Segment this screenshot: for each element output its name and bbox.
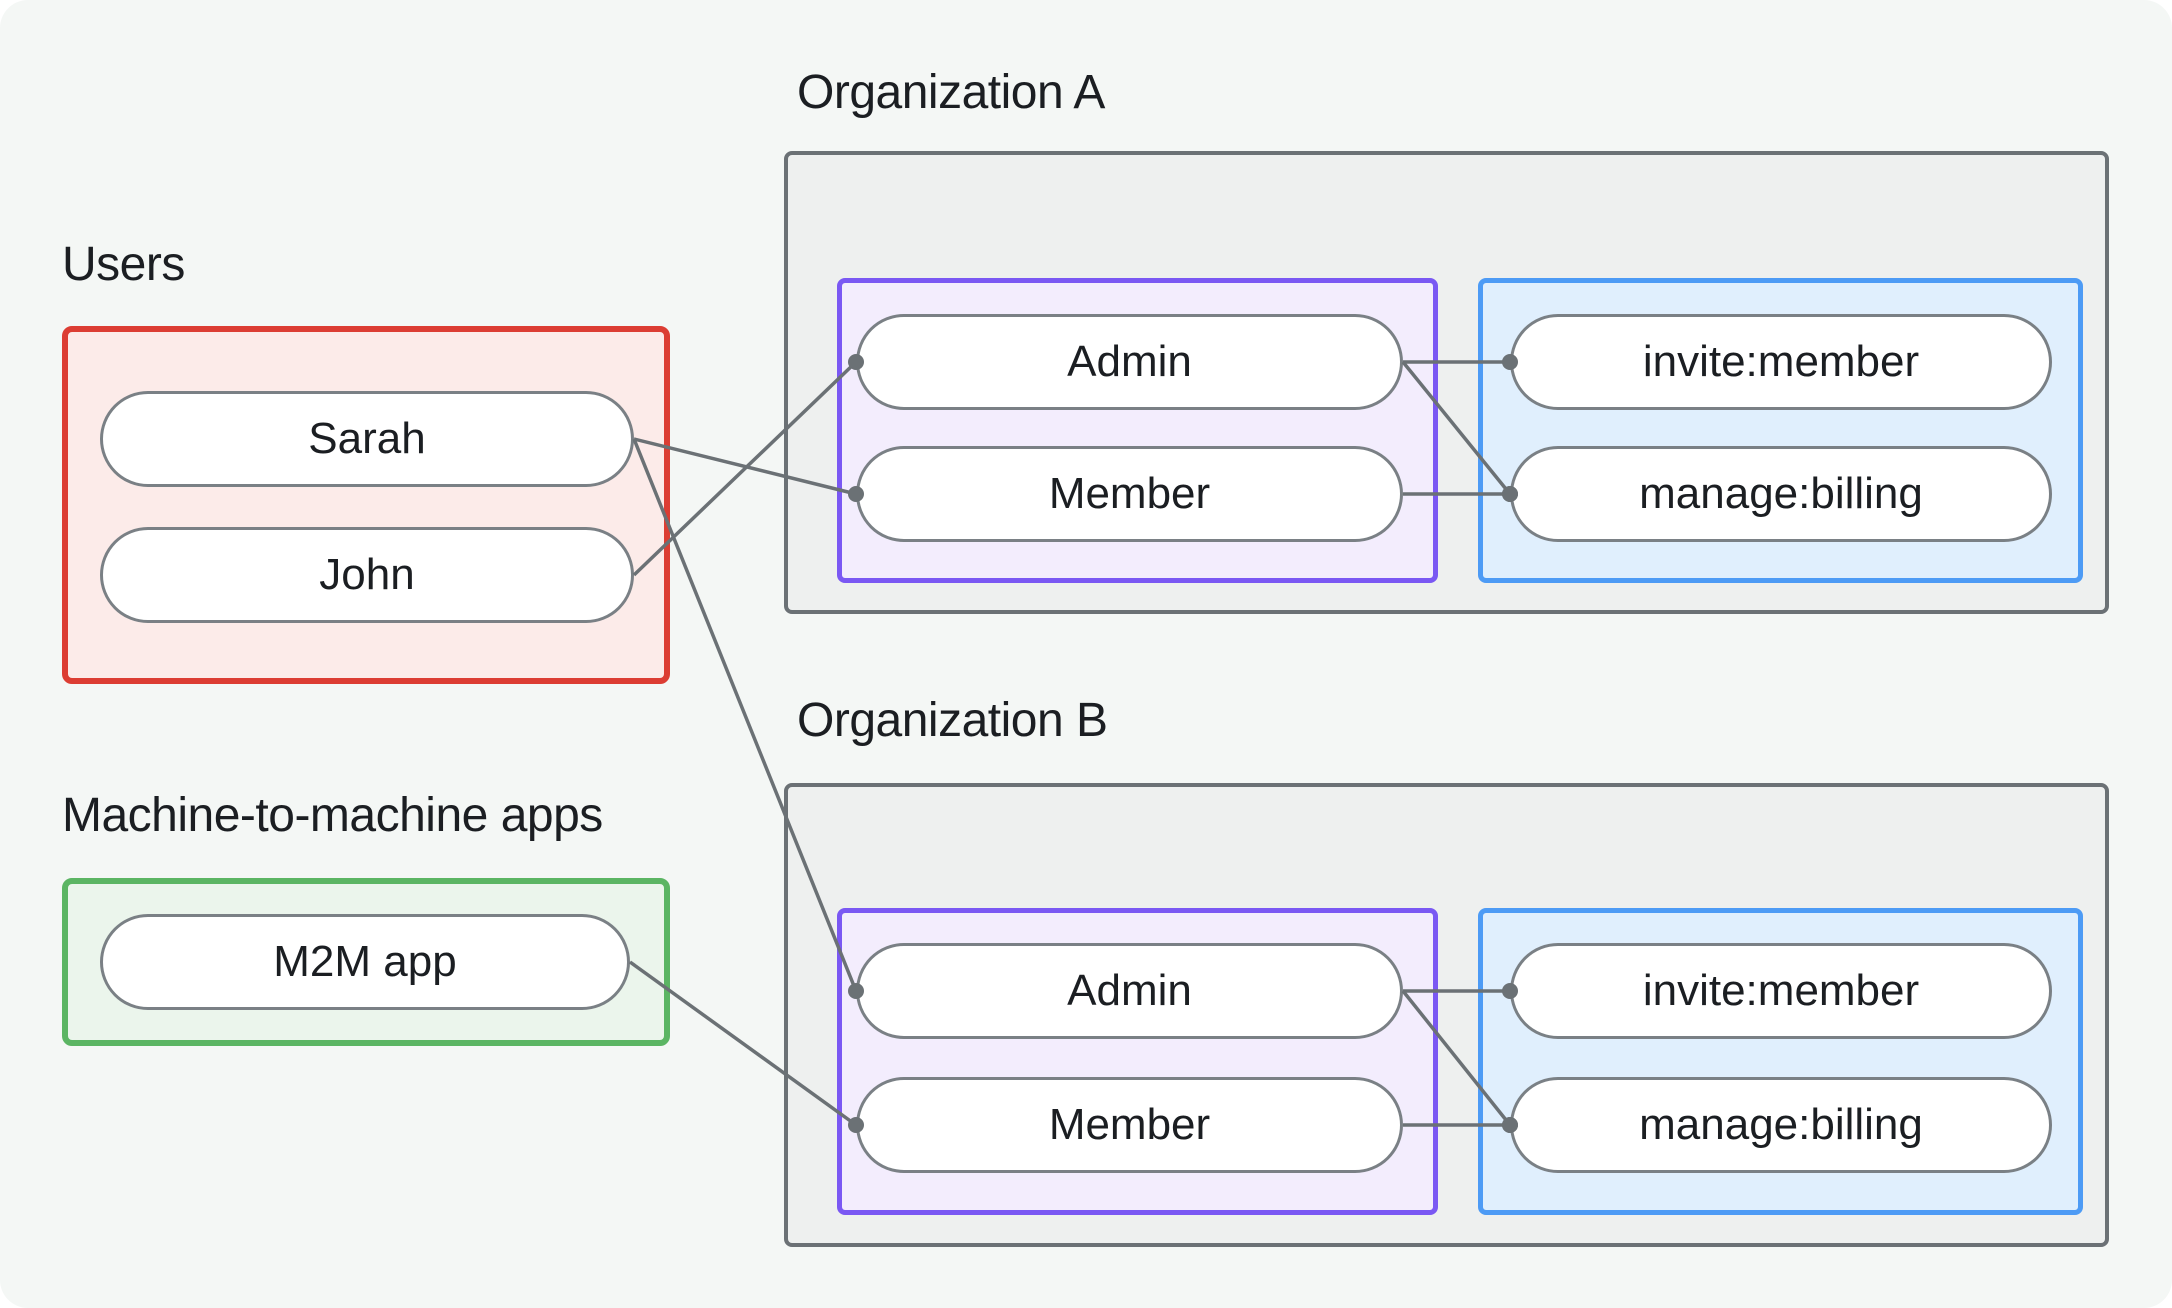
node-org-b-member: Member (856, 1077, 1403, 1173)
node-org-a-manage-billing: manage:billing (1510, 446, 2052, 542)
node-org-a-member: Member (856, 446, 1403, 542)
org-a-label: Organization A (797, 66, 1105, 119)
users-group-label: Users (62, 238, 185, 291)
org-b-label: Organization B (797, 694, 1108, 747)
node-org-a-invite-member: invite:member (1510, 314, 2052, 410)
node-org-a-admin: Admin (856, 314, 1403, 410)
m2m-group-label: Machine-to-machine apps (62, 789, 603, 842)
node-org-b-manage-billing: manage:billing (1510, 1077, 2052, 1173)
node-org-b-admin: Admin (856, 943, 1403, 1039)
node-john: John (100, 527, 634, 623)
users-group-box (62, 326, 670, 684)
node-sarah: Sarah (100, 391, 634, 487)
node-org-b-invite-member: invite:member (1510, 943, 2052, 1039)
node-m2m-app: M2M app (100, 914, 630, 1010)
